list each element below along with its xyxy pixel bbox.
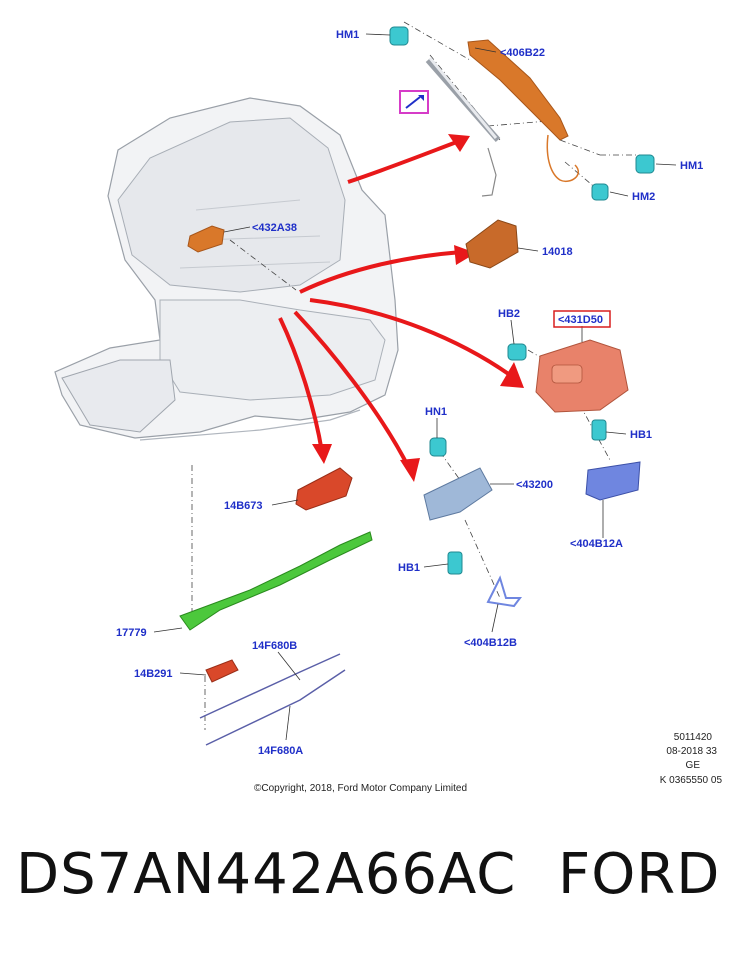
red-arrowheads xyxy=(312,134,524,482)
part-432a38 xyxy=(187,225,225,253)
callout-hm1-right: HM1 xyxy=(680,160,703,172)
callout-43200: <43200 xyxy=(516,479,553,491)
callout-431d50: <431D50 xyxy=(558,314,603,326)
clip-hm1-right xyxy=(635,154,655,174)
part-404b12b-bracket xyxy=(486,575,522,608)
part-17779-reinforcement xyxy=(179,531,373,631)
callout-404b12a: <404B12A xyxy=(570,538,623,550)
callout-hm1-top: HM1 xyxy=(336,29,359,41)
clip-hm2 xyxy=(591,183,609,201)
exploded-parts-diagram: HM1 <406B22 HM1 HM2 <432A38 14018 HB2 <4… xyxy=(54,21,723,794)
meta-line-3: GE xyxy=(686,760,701,771)
callout-hb1-left: HB1 xyxy=(398,562,420,574)
callout-leaders xyxy=(153,33,677,741)
arrow-to-43200 xyxy=(293,310,412,471)
gas-strut xyxy=(425,57,501,197)
arrow-to-14b673 xyxy=(278,317,324,453)
callout-14b291: 14B291 xyxy=(134,668,173,680)
callout-hn1: HN1 xyxy=(425,406,447,418)
callout-hm2: HM2 xyxy=(632,191,655,203)
clip-hb2 xyxy=(507,343,527,361)
meta-line-4: K 0365550 05 xyxy=(660,775,723,786)
part-406b22-spoiler xyxy=(467,39,580,182)
meta-line-1: 5011420 xyxy=(674,732,713,743)
copyright: ©Copyright, 2018, Ford Motor Company Lim… xyxy=(254,783,467,794)
arrow-to-strut xyxy=(347,138,463,184)
callout-14018: 14018 xyxy=(542,246,573,258)
clip-hn1 xyxy=(429,437,447,457)
callout-432a38: <432A38 xyxy=(252,222,297,234)
callout-14f680b: 14F680B xyxy=(252,640,297,652)
clip-hb1-left xyxy=(447,551,463,575)
clip-hm1-top xyxy=(389,26,409,46)
highlight-box-431d50 xyxy=(553,310,611,328)
callout-14b673: 14B673 xyxy=(224,500,263,512)
callout-404b12b: <404B12B xyxy=(464,637,517,649)
cables-14f680 xyxy=(199,653,346,746)
callout-406b22: <406B22 xyxy=(500,47,545,59)
arrow-to-431d50 xyxy=(309,298,512,377)
magenta-callout-box xyxy=(399,90,429,114)
meta-line-2: 08-2018 33 xyxy=(666,746,717,757)
part-43200-actuator xyxy=(423,467,493,521)
part-14b291 xyxy=(205,659,239,683)
part-404b12a-bracket xyxy=(585,461,641,501)
part-431d50-latch xyxy=(535,339,629,413)
clip-hb1-right xyxy=(591,419,607,441)
tailgate-body xyxy=(54,97,399,441)
callout-14f680a: 14F680A xyxy=(258,745,303,757)
red-arrows xyxy=(278,138,512,471)
brand-name: FORD xyxy=(558,842,721,907)
arrow-to-14018 xyxy=(299,250,463,294)
part-14018 xyxy=(465,219,519,269)
part-14b673-module xyxy=(295,467,353,511)
callout-hb1-right: HB1 xyxy=(630,429,652,441)
callout-hb2: HB2 xyxy=(498,308,520,320)
part-number: DS7AN442A66AC xyxy=(16,842,517,907)
wrench-icon xyxy=(405,96,421,109)
callout-17779: 17779 xyxy=(116,627,147,639)
